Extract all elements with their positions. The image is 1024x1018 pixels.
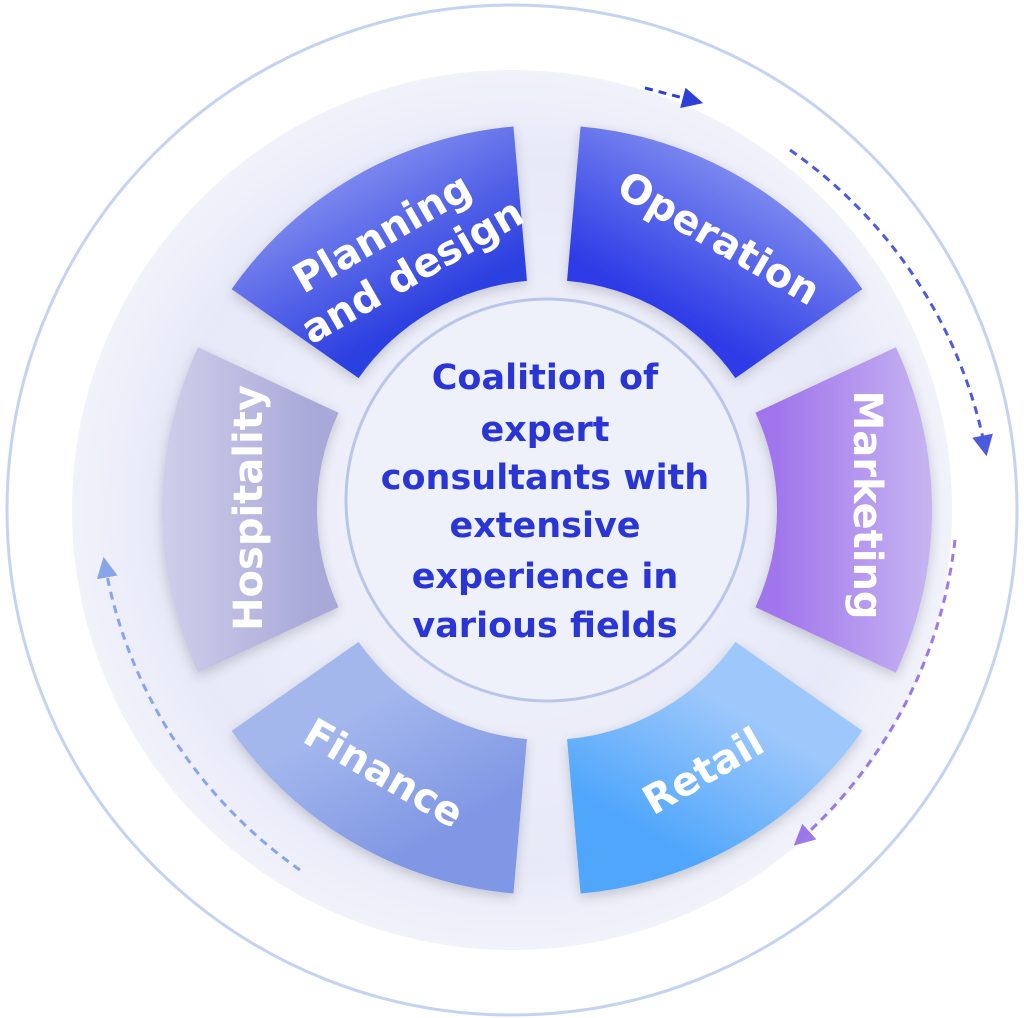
center-line: various fields [412,606,677,646]
center-disc [344,297,750,703]
segment-planning [231,126,527,379]
center-line: Coalition of [432,358,659,398]
segment-ring [162,126,933,894]
center-text: Coalition of expert consultants with ext… [381,358,709,646]
arrow-right-upper [789,148,993,457]
segment-hospitality [162,347,339,673]
arrow-top [644,86,704,108]
arrow-right-lower [793,539,957,846]
segment-operation [567,126,863,379]
segment-label-marketing: Marketing [844,390,890,619]
center-line: experience in [412,557,679,597]
center-line: consultants with [381,458,709,498]
cycle-arrows [96,86,993,872]
segment-marketing [755,347,933,673]
center-line: expert [480,410,609,450]
segment-finance [231,641,527,894]
segment-label-hospitality: Hospitality [226,385,272,631]
arrow-left [96,556,301,872]
center-line: extensive [449,506,640,546]
segment-retail [567,641,863,894]
